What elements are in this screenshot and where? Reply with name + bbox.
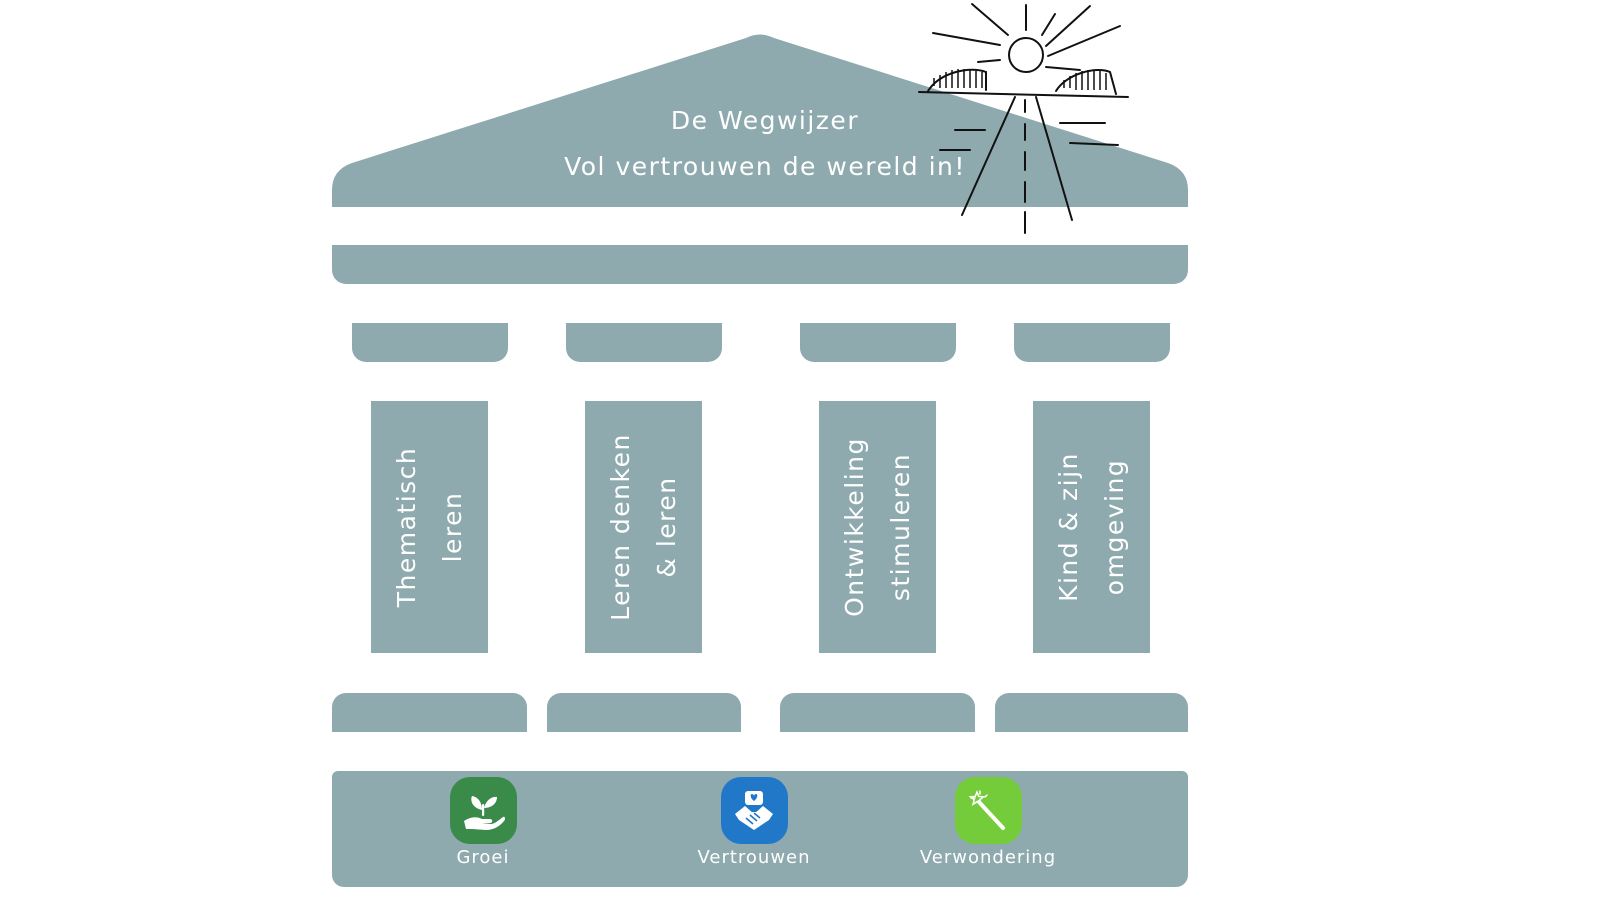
pillar-capital: [566, 323, 722, 362]
pillar-capital: [800, 323, 956, 362]
pillar-capital: [352, 323, 508, 362]
pillar-label: Ontwikkeling stimuleren: [839, 437, 915, 617]
pillar-base: [780, 693, 975, 732]
value-verwondering: Verwondering: [888, 777, 1088, 868]
sun-illustration: [918, 3, 1129, 234]
pillar-label: Leren denken & leren: [605, 433, 681, 621]
plant-in-hand-icon: [449, 777, 517, 844]
pillar-capital: [1014, 323, 1170, 362]
pillar-base: [332, 693, 527, 732]
handshake-heart-icon: [720, 777, 788, 844]
pillar-label: Thematisch leren: [391, 446, 467, 608]
value-label: Groei: [456, 847, 510, 868]
pillar-kind-omgeving: Kind & zijn omgeving: [1033, 401, 1150, 653]
value-groei: Groei: [383, 777, 583, 868]
value-vertrouwen: Vertrouwen: [654, 777, 854, 868]
roof: [332, 34, 1188, 207]
roof-subtitle: Vol vertrouwen de wereld in!: [564, 152, 966, 181]
pillar-base: [995, 693, 1188, 732]
pillar-ontwikkeling: Ontwikkeling stimuleren: [819, 401, 936, 653]
pillar-label: Kind & zijn omgeving: [1053, 452, 1129, 602]
value-label: Vertrouwen: [697, 847, 811, 868]
pillar-thematisch-leren: Thematisch leren: [371, 401, 488, 653]
magic-wand-icon: [954, 777, 1022, 844]
value-label: Verwondering: [919, 847, 1057, 868]
pillar-base: [547, 693, 741, 732]
entablature-beam: [332, 245, 1188, 284]
pillar-leren-denken: Leren denken & leren: [585, 401, 702, 653]
roof-title: De Wegwijzer: [670, 106, 860, 135]
